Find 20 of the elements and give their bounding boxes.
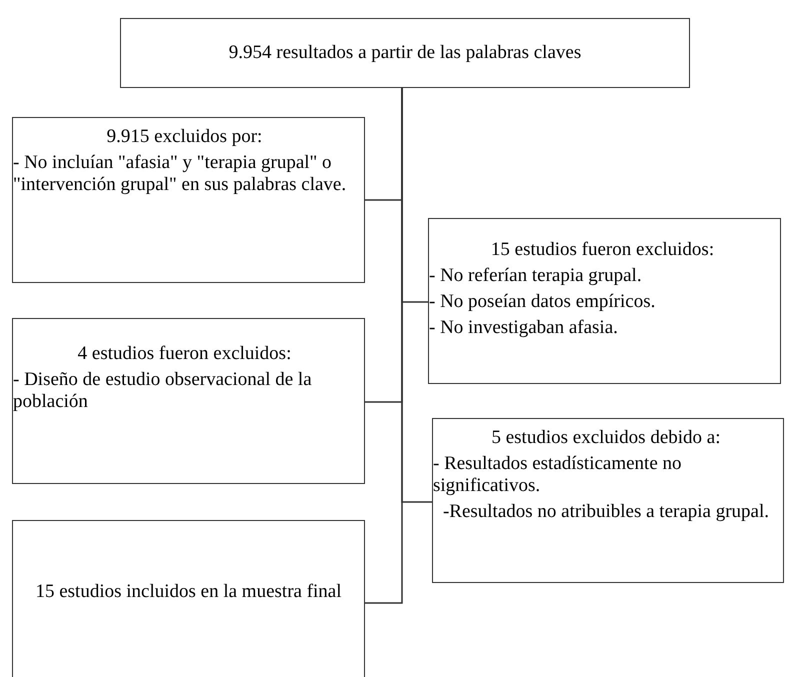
box-text: -Resultados no atribuibles a terapia grupal.: [442, 501, 770, 523]
box-heading: 15 estudios fueron excluidos:: [490, 239, 716, 261]
box-text: - No incluían "afasia" y "terapia grupal" o "intervención grupal" en sus palabras clave.: [13, 152, 348, 196]
box-heading: 4 estudios fueron excluidos:: [76, 343, 292, 365]
process-box: [432, 418, 784, 583]
box-heading: 9.954 resultados a partir de las palabras claves: [228, 42, 582, 64]
box-text: - No poseían datos empíricos.: [429, 291, 656, 313]
process-box: [12, 117, 365, 283]
box-heading: 15 estudios incluidos en la muestra final: [34, 581, 343, 603]
box-text: - Diseño de estudio observacional de la población: [13, 369, 313, 413]
box-heading: 5 estudios excluidos debido a:: [490, 427, 722, 449]
process-box: [120, 18, 690, 88]
box-text: - Resultados estadísticamente no significativos.: [433, 453, 683, 497]
process-box: [12, 318, 365, 484]
box-heading: 9.915 excluidos por:: [106, 126, 264, 148]
connector-line: [365, 88, 403, 604]
process-box: [12, 520, 365, 677]
box-text: - No referían terapia grupal.: [429, 265, 643, 287]
box-text: - No investigaban afasia.: [429, 317, 619, 339]
process-box: [428, 218, 781, 384]
